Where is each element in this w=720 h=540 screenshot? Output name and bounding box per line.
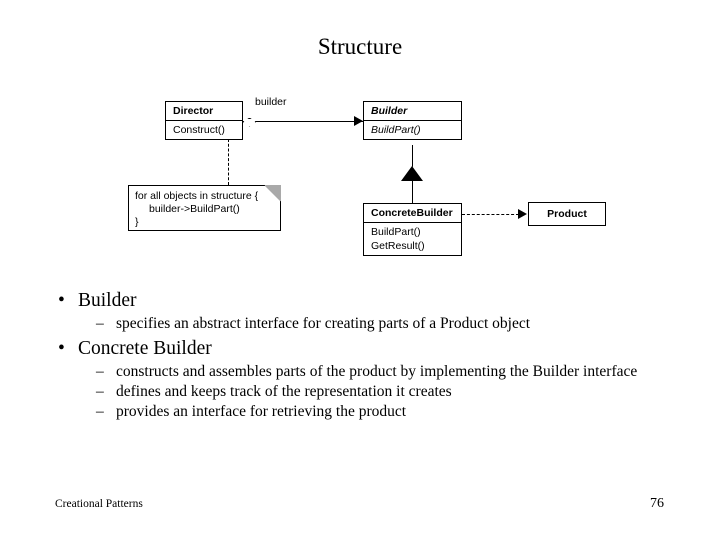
generalization-line-lower (412, 181, 413, 203)
edge-label-builder: builder (255, 96, 287, 108)
uml-class-director[interactable]: Director Construct() (165, 101, 243, 140)
class-operation-concretebuilder-getresult: GetResult() (371, 240, 425, 252)
list-item: • Builder (46, 288, 686, 314)
generalization-triangle-icon (401, 166, 423, 181)
list-item-text: Builder (78, 290, 137, 311)
list-item-text: defines and keeps track of the represent… (116, 383, 452, 400)
list-item-text: provides an interface for retrieving the… (116, 403, 407, 420)
page-title: Structure (317, 34, 403, 59)
association-arrowhead-icon (354, 116, 363, 126)
uml-class-diagram: builder Director Construct() Builder Bui… (128, 96, 606, 256)
list-item-text: constructs and assembles parts of the pr… (116, 363, 638, 380)
aggregation-diamond-icon (243, 117, 256, 127)
class-name-concretebuilder: ConcreteBuilder (371, 207, 453, 219)
note-anchor-dashed-line (228, 139, 229, 185)
page-number: 76 (650, 496, 664, 511)
dependency-arrowhead-icon (518, 209, 527, 219)
class-operations-concretebuilder: BuildPart() GetResult() (364, 222, 461, 255)
generalization-line-upper (412, 145, 413, 167)
list-item-text: Concrete Builder (78, 338, 212, 359)
uml-class-product[interactable]: Product (528, 202, 606, 226)
list-item-text: specifies an abstract interface for crea… (116, 315, 531, 332)
uml-note[interactable]: for all objects in structure { builder->… (128, 185, 281, 231)
footer-label: Creational Patterns (55, 498, 143, 510)
list-item: – defines and keeps track of the represe… (46, 382, 686, 402)
class-name-director: Director (173, 105, 214, 117)
note-line-2: builder->BuildPart() (149, 203, 240, 215)
uml-class-concretebuilder[interactable]: ConcreteBuilder BuildPart() GetResult() (363, 203, 462, 256)
list-item: – constructs and assembles parts of the … (46, 362, 688, 382)
list-item: – specifies an abstract interface for cr… (46, 314, 686, 334)
note-line-1: for all objects in structure { (135, 190, 259, 202)
class-operation-concretebuilder-buildpart: BuildPart() (371, 226, 421, 238)
bullet-marker: • (58, 290, 65, 311)
class-name-builder: Builder (371, 105, 408, 117)
bullet-marker: – (96, 363, 104, 380)
bullet-marker: – (96, 403, 104, 420)
list-item: • Concrete Builder (46, 336, 686, 362)
class-name-product: Product (547, 208, 587, 220)
bullet-marker: • (58, 338, 65, 359)
dependency-line-concretebuilder-product (462, 214, 519, 215)
list-item: – provides an interface for retrieving t… (46, 402, 686, 422)
class-operation-director-construct: Construct() (166, 120, 242, 139)
note-line-3: } (135, 216, 139, 228)
class-operation-builder-buildpart: BuildPart() (364, 120, 461, 139)
bullet-marker: – (96, 383, 104, 400)
association-line-director-builder (243, 121, 363, 122)
uml-class-builder[interactable]: Builder BuildPart() (363, 101, 462, 140)
bullet-marker: – (96, 315, 104, 332)
bullet-list: • Builder – specifies an abstract interf… (46, 286, 686, 422)
